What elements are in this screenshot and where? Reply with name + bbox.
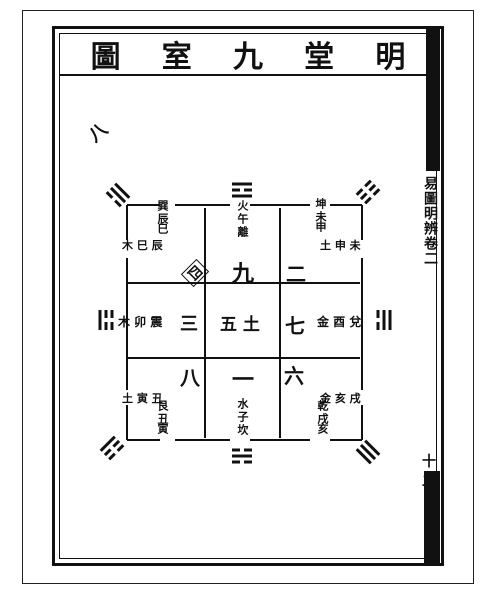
cell-bottom-left: 八 [180,366,200,390]
spine-bar-top [426,26,440,171]
cell-bottom-right: 六 [284,364,304,388]
label-left: 木 卯 震 [118,315,163,329]
grid-lines [126,204,363,441]
label-bottom-right-h: 金 亥 戌 [320,392,361,405]
label-top-right-v: 坤 未申 [314,198,327,231]
label-bottom-left-h: 土 寅 丑 [122,392,163,405]
trigram-top-left [105,182,131,208]
cell-right: 七 [285,314,305,338]
label-top-left-v: 巽 辰巳 [156,200,169,233]
book-page: 明 堂 九 室 圖 [52,26,444,566]
label-bottom-left-v: 艮 丑寅 [156,400,169,433]
label-top-left-h: 木 巳 辰 [122,239,163,252]
label-bottom: 水 子 坎 [236,398,249,434]
trigram-bottom-right [355,439,381,465]
label-top: 火 午 離 [236,200,249,236]
trigram-top-right [355,179,381,205]
label-bottom-right-v: 乾 戌亥 [316,400,329,433]
trigrams [98,179,392,465]
cell-center: 五 土 [220,315,260,335]
trigram-bottom-left [99,435,125,461]
spine-bar-bottom [424,471,440,566]
cell-top-right: 二 [286,262,306,286]
label-top-right-h: 土 申 未 [320,239,361,252]
cell-top: 九 [232,261,255,287]
cell-left: 三 [180,314,198,335]
book-spine: 易圖明辨卷二 十二 [420,26,442,566]
page-frame [22,10,474,584]
cell-bottom: 一 [232,367,255,393]
label-right: 金 酉 兌 [317,315,362,329]
spine-title: 易圖明辨卷二 [422,176,438,266]
